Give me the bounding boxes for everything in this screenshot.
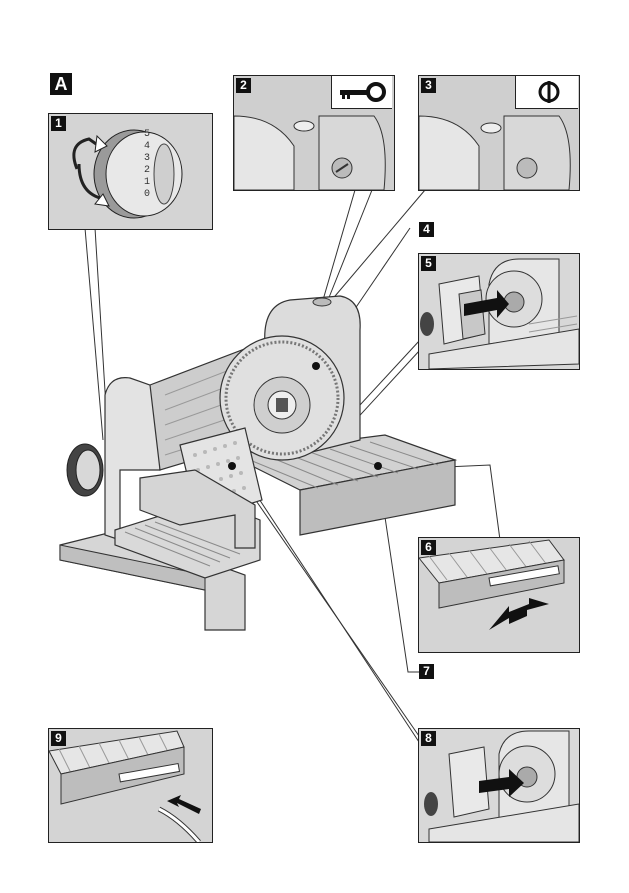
- callout-4-badge: 4: [419, 222, 434, 237]
- figure-label: A: [50, 73, 72, 95]
- panel-8-end-piece: 8: [418, 728, 580, 843]
- dial-number: 5: [144, 129, 150, 141]
- panel-3-power: 3: [418, 75, 580, 191]
- dial-number: 3: [144, 153, 150, 165]
- panel-badge: 2: [236, 78, 251, 93]
- panel-1-thickness-dial: 1 5 4 3 2 1 0: [48, 113, 213, 230]
- callout-7-badge: 7: [419, 664, 434, 679]
- dial-number: 1: [144, 177, 150, 189]
- panel-9-cord: 9: [48, 728, 213, 843]
- panel-badge: 6: [421, 540, 436, 555]
- panel-badge: 8: [421, 731, 436, 746]
- dial-number: 0: [144, 189, 150, 201]
- panel-6-carriage: 6: [418, 537, 580, 653]
- panel-badge: 1: [51, 116, 66, 131]
- carriage-slide-illustration: [419, 538, 579, 652]
- panel-5-food-holder: 5: [418, 253, 580, 370]
- panel-2-lock: 2: [233, 75, 395, 191]
- panel-badge: 9: [51, 731, 66, 746]
- dial-number: 4: [144, 141, 150, 153]
- end-piece-illustration: [419, 729, 579, 842]
- cord-illustration: [49, 729, 212, 842]
- dial-scale: 5 4 3 2 1 0: [144, 129, 150, 201]
- panel-badge: 5: [421, 256, 436, 271]
- key-symbol-box: [331, 76, 392, 109]
- food-holder-illustration: [419, 254, 579, 369]
- key-icon: [332, 76, 392, 108]
- thickness-dial-illustration: [49, 114, 212, 229]
- power-symbol-box: [515, 76, 578, 109]
- power-icon: [516, 76, 578, 108]
- panel-badge: 3: [421, 78, 436, 93]
- dial-number: 2: [144, 165, 150, 177]
